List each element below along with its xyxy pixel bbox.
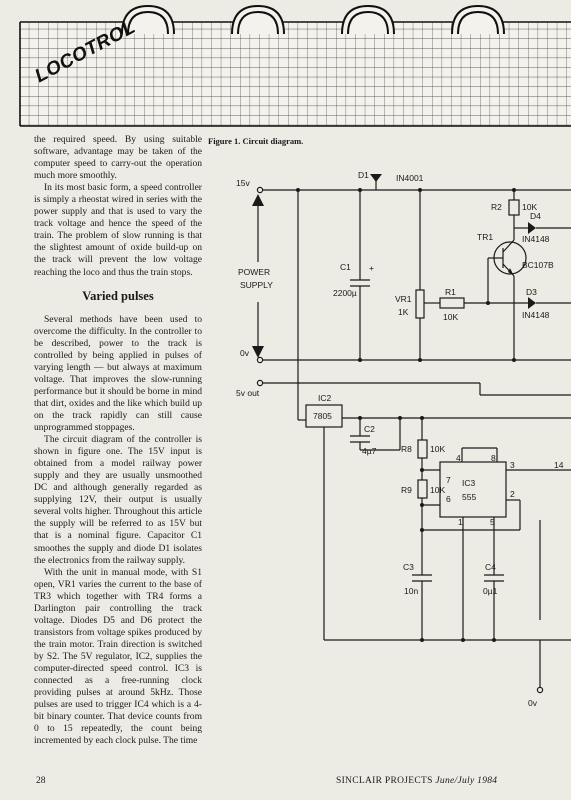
- figure-caption: Figure 1. Circuit diagram.: [208, 136, 304, 146]
- label-d1: D1: [358, 170, 369, 180]
- label-pin5: 5: [490, 517, 495, 527]
- label-ic2: IC2: [318, 393, 332, 403]
- graph-paper-header: [19, 4, 571, 127]
- label-r1-val: 10K: [443, 312, 458, 322]
- label-c1-val: 2200µ: [333, 288, 357, 298]
- article-paragraph: the required speed. By using suitable so…: [34, 134, 202, 182]
- label-r2: R2: [491, 202, 502, 212]
- label-d4-part: IN4148: [522, 234, 550, 244]
- label-15v: 15v: [236, 178, 250, 188]
- article-paragraph: Several methods have been used to overco…: [34, 313, 202, 434]
- label-ic2-part: 7805: [313, 411, 332, 421]
- label-c1: C1: [340, 262, 351, 272]
- label-d3-part: IN4148: [522, 310, 550, 320]
- section-heading: Varied pulses: [82, 288, 154, 303]
- article-column: the required speed. By using suitable so…: [34, 134, 202, 747]
- page-number: 28: [36, 776, 46, 786]
- label-c3-val: 10n: [404, 586, 418, 596]
- label-c3: C3: [403, 562, 414, 572]
- label-c2-val: 4µ7: [362, 446, 377, 456]
- binder-ring-4: [451, 4, 505, 35]
- article-paragraph: In its most basic form, a speed controll…: [34, 182, 202, 278]
- label-d4: D4: [530, 211, 541, 221]
- label-pin4: 4: [456, 453, 461, 463]
- label-vr1-val: 1K: [398, 307, 409, 317]
- label-c2: C2: [364, 424, 375, 434]
- label-tr1-part: BC107B: [522, 260, 554, 270]
- label-pin7: 7: [446, 475, 451, 485]
- label-d1-part: IN4001: [396, 173, 424, 183]
- label-d3: D3: [526, 287, 537, 297]
- label-r9: R9: [401, 485, 412, 495]
- publication-issue: June/July 1984: [435, 776, 498, 786]
- publication-name: SINCLAIR PROJECTS: [336, 776, 433, 786]
- label-r8-val: 10K: [430, 444, 445, 454]
- label-c4-val: 0µ1: [483, 586, 498, 596]
- label-0v: 0v: [240, 348, 250, 358]
- article-paragraph: With the unit in manual mode, with S1 op…: [34, 566, 202, 747]
- label-c1-plus: +: [369, 263, 374, 273]
- locotrol-logo: LOCOTROL: [32, 17, 140, 108]
- label-tr1: TR1: [477, 232, 493, 242]
- label-c4: C4: [485, 562, 496, 572]
- label-supply: SUPPLY: [240, 280, 273, 290]
- circuit-diagram: 15v D1 IN4001 R2 10K D4 IN4148 TR1 BC107…: [236, 170, 571, 708]
- label-r9-val: 10K: [430, 485, 445, 495]
- label-r8: R8: [401, 444, 412, 454]
- publication-footer: SINCLAIR PROJECTS June/July 1984: [336, 776, 497, 786]
- binder-ring-1: [121, 4, 175, 35]
- label-power: POWER: [238, 267, 270, 277]
- label-pin2: 2: [510, 489, 515, 499]
- binder-ring-2: [231, 4, 285, 35]
- label-pin1: 1: [458, 517, 463, 527]
- binder-ring-3: [341, 4, 395, 35]
- label-r1: R1: [445, 287, 456, 297]
- label-vr1: VR1: [395, 294, 412, 304]
- article-paragraph: The circuit diagram of the controller is…: [34, 434, 202, 566]
- label-5v-out: 5v out: [236, 388, 260, 398]
- label-r2-val: 10K: [522, 202, 537, 212]
- label-pin6: 6: [446, 494, 451, 504]
- label-ic3: IC3: [462, 478, 476, 488]
- label-ic3-part: 555: [462, 492, 476, 502]
- label-pin3: 3: [510, 460, 515, 470]
- label-edge-14: 14: [554, 460, 564, 470]
- label-pin8: 8: [491, 453, 496, 463]
- label-0v-bottom: 0v: [528, 698, 538, 708]
